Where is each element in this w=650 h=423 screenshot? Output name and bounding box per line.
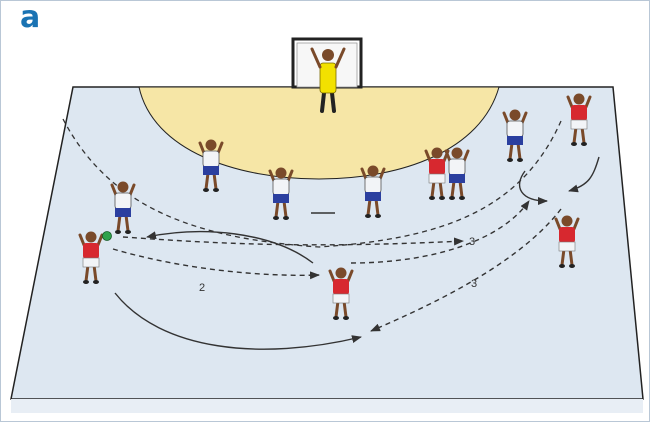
court-front-edge (11, 399, 643, 413)
pass-label-1: 2 (199, 282, 205, 294)
pass-label-3: 3 (471, 278, 477, 290)
ball-icon (103, 232, 112, 241)
pass-label-2: 3 (469, 236, 475, 248)
